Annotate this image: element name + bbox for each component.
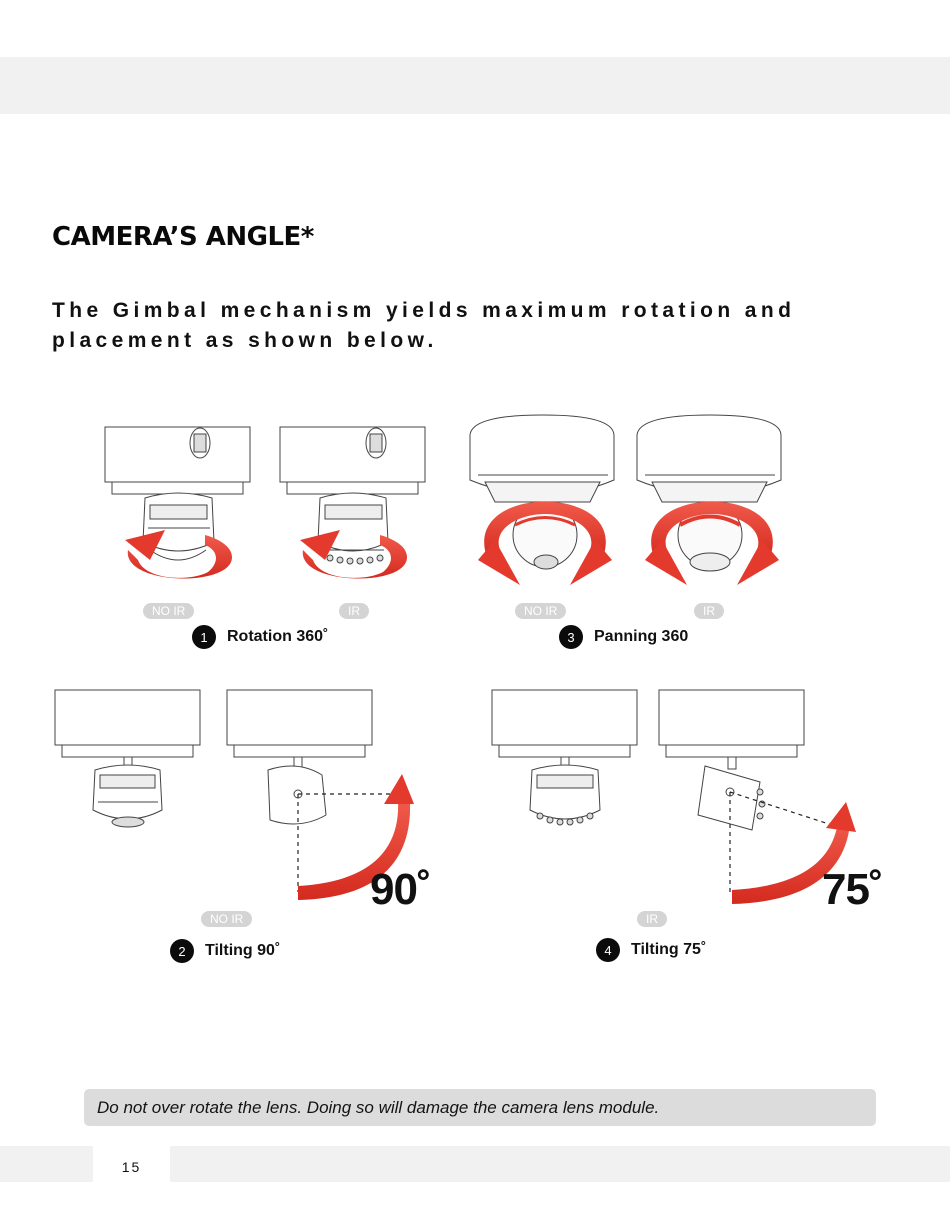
step-number-badge: 1	[192, 625, 216, 649]
camera-angle-figure: NO IR IR NO IR IR NO IR IR 1 Rotation 36…	[0, 410, 950, 1010]
tilt-90-right-camera	[226, 689, 373, 825]
angle-75-label: 75˚	[822, 865, 884, 914]
ir-tag: IR	[694, 603, 724, 619]
tilt-90-guides	[297, 793, 400, 892]
step-tilting-90: 2 Tilting 90˚	[170, 938, 280, 964]
step-tilting-75: 4 Tilting 75˚	[596, 937, 706, 963]
gimbal-illustration	[54, 414, 856, 904]
header-band	[0, 57, 950, 114]
step-panning: 3 Panning 360	[559, 624, 688, 650]
tilt-75-left-camera	[491, 689, 638, 826]
tilt-arrow-icon	[298, 774, 414, 900]
rotation-arrow-icon	[300, 530, 408, 579]
step-label: Rotation 360˚	[227, 628, 329, 645]
panning-no-ir-camera	[469, 414, 615, 570]
footer-band	[0, 1146, 93, 1182]
step-label: Tilting 75˚	[631, 941, 707, 958]
rotation-no-ir-camera	[104, 426, 251, 561]
step-label: Tilting 90˚	[205, 942, 281, 959]
panning-arrow-icon	[645, 501, 779, 585]
no-ir-tag: NO IR	[143, 603, 195, 619]
rotation-ir-camera	[279, 426, 426, 565]
warning-note: Do not over rotate the lens. Doing so wi…	[84, 1089, 876, 1126]
panning-arrow-icon	[478, 501, 612, 585]
intro-text: The Gimbal mechanism yields maximum rota…	[52, 299, 796, 352]
no-ir-tag: NO IR	[515, 603, 567, 619]
step-rotation: 1 Rotation 360˚	[192, 624, 328, 650]
page-number: 15	[121, 1159, 142, 1175]
step-label: Panning 360	[594, 628, 689, 645]
ir-tag: IR	[637, 911, 667, 927]
page-title: CAMERA’S ANGLE*	[52, 222, 314, 252]
step-number-badge: 4	[596, 938, 620, 962]
tilt-arrow-icon	[732, 802, 856, 904]
footer-band	[170, 1146, 950, 1182]
no-ir-tag: NO IR	[201, 911, 253, 927]
ir-tag: IR	[339, 603, 369, 619]
step-number-badge: 2	[170, 939, 194, 963]
angle-90-label: 90˚	[370, 865, 432, 914]
tilt-75-guides	[729, 791, 833, 892]
tilt-75-right-camera	[658, 689, 805, 831]
panning-ir-camera	[636, 414, 782, 572]
rotation-arrow-icon	[125, 530, 233, 579]
step-number-badge: 3	[559, 625, 583, 649]
tilt-90-left-camera	[54, 689, 201, 828]
